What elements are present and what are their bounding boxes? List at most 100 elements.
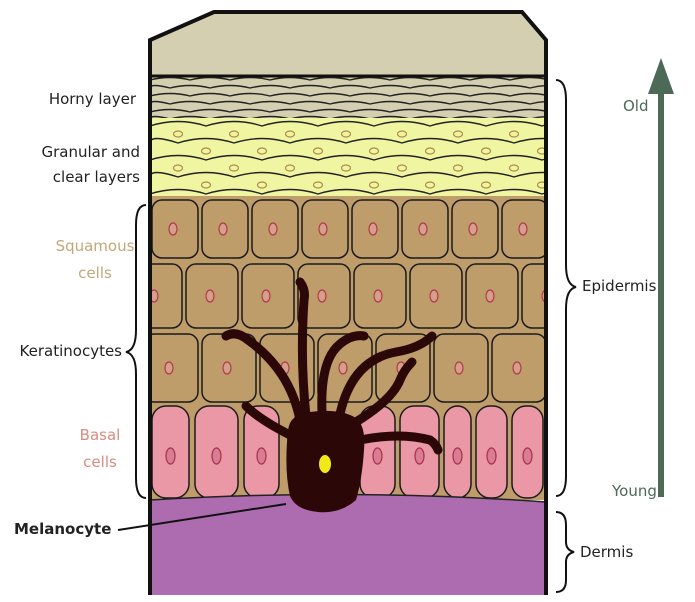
squamous-nucleus: [317, 289, 327, 303]
granular-nucleus: [312, 181, 324, 189]
granular-nucleus: [424, 181, 436, 189]
horny-scale-line: [150, 108, 546, 113]
basal-nucleus: [165, 447, 176, 465]
granular-nucleus: [536, 147, 546, 155]
granular-nucleus: [424, 147, 436, 155]
squamous-nucleus: [268, 222, 278, 236]
epidermis-label: Epidermis: [582, 277, 657, 295]
granular-nucleus: [508, 130, 520, 138]
squamous-cell: [550, 334, 604, 402]
basal-nucleus: [486, 447, 497, 465]
granular-nucleus: [508, 164, 520, 172]
squamous-cells: [150, 199, 604, 403]
horny-scale-line: [150, 100, 546, 105]
block-outline: [148, 10, 548, 595]
squamous-label-line1: Squamous: [55, 237, 135, 255]
basal-nucleus: [414, 447, 425, 465]
granular-nucleus: [340, 164, 352, 172]
granular-nucleus: [396, 130, 408, 138]
age-arrow-head: [648, 58, 674, 94]
horny-layer-label: Horny layer: [48, 90, 136, 108]
squamous-nucleus: [512, 361, 522, 375]
granular-nucleus: [340, 130, 352, 138]
granular-nucleus: [480, 181, 492, 189]
granular-nucleus: [172, 164, 184, 172]
squamous-label-line2: cells: [78, 264, 112, 282]
basal-label-line1: Basal: [79, 426, 121, 444]
basal-nucleus: [522, 447, 533, 465]
squamous-nucleus: [571, 362, 579, 374]
granular-nucleus: [480, 147, 492, 155]
granular-layer: [150, 118, 546, 204]
granular-nucleus: [312, 147, 324, 155]
squamous-cell: [521, 263, 546, 329]
squamous-nucleus: [418, 222, 428, 236]
squamous-nucleus: [261, 289, 271, 303]
squamous-nucleus: [338, 361, 348, 375]
granular-cell-line: [150, 137, 546, 144]
young-label: Young: [612, 482, 657, 500]
horny-layer: [150, 76, 546, 120]
squamous-nucleus: [368, 222, 378, 236]
granular-nucleus: [396, 164, 408, 172]
melanocyte-nucleus: [319, 455, 331, 473]
granular-nucleus: [452, 164, 464, 172]
granular-nucleus: [368, 181, 380, 189]
melanocyte-dendrite: [351, 357, 417, 427]
squamous-nucleus: [218, 222, 228, 236]
granular-nucleus: [284, 130, 296, 138]
surface-cap: [150, 12, 546, 80]
squamous-nucleus: [168, 222, 178, 236]
granular-cell-line: [150, 171, 546, 178]
melanocyte-dendrite: [241, 401, 297, 441]
basal-nucleus: [211, 447, 222, 465]
squamous-nucleus: [468, 222, 478, 236]
melanocyte-label: Melanocyte: [14, 520, 112, 538]
melanocyte-dendrite: [355, 431, 443, 455]
melanocyte-dendrite: [335, 331, 437, 419]
squamous-nucleus: [318, 222, 328, 236]
melanocyte-pointer: [117, 503, 287, 531]
basal-label-line2: cells: [83, 453, 117, 471]
granular-nucleus: [200, 147, 212, 155]
squamous-nucleus: [222, 361, 232, 375]
squamous-nucleus: [205, 289, 215, 303]
basal-nucleus: [452, 447, 463, 465]
horny-scale-line: [150, 84, 546, 89]
granular-nucleus: [284, 164, 296, 172]
melanocyte-dendrite: [221, 329, 305, 425]
melanocyte-cell: [221, 277, 443, 513]
melanocyte-dendrite: [317, 331, 369, 417]
granular-cell-line: [150, 154, 546, 161]
basal-nucleus: [256, 447, 267, 465]
granular-nucleus: [452, 130, 464, 138]
keratinocytes-label: Keratinocytes: [19, 342, 122, 360]
squamous-nucleus: [164, 361, 174, 375]
squamous-nucleus: [373, 289, 383, 303]
granular-nucleus: [368, 147, 380, 155]
dermis-label: Dermis: [580, 543, 634, 561]
squamous-nucleus: [429, 289, 439, 303]
granular-nucleus: [200, 181, 212, 189]
basal-nucleus: [372, 447, 383, 465]
granular-nucleus: [172, 130, 184, 138]
squamous-nucleus: [518, 222, 528, 236]
horny-scale-line: [150, 92, 546, 97]
keratinocytes-brace: [125, 204, 147, 499]
granular-nucleus: [536, 181, 546, 189]
granular-nucleus: [256, 147, 268, 155]
melanocyte-dendrite: [295, 277, 311, 421]
granular-label-line2: clear layers: [52, 168, 140, 186]
squamous-nucleus: [485, 289, 495, 303]
granular-nucleus: [228, 130, 240, 138]
squamous-nucleus: [454, 361, 464, 375]
old-label: Old: [623, 97, 649, 115]
granular-cell-line: [150, 120, 546, 127]
granular-label-line1: Granular and: [41, 143, 140, 161]
granular-cell-line: [150, 188, 546, 195]
granular-nucleus: [228, 164, 240, 172]
dermis-layer: [150, 494, 546, 595]
epidermis-brace: [555, 79, 577, 497]
granular-nucleus: [256, 181, 268, 189]
